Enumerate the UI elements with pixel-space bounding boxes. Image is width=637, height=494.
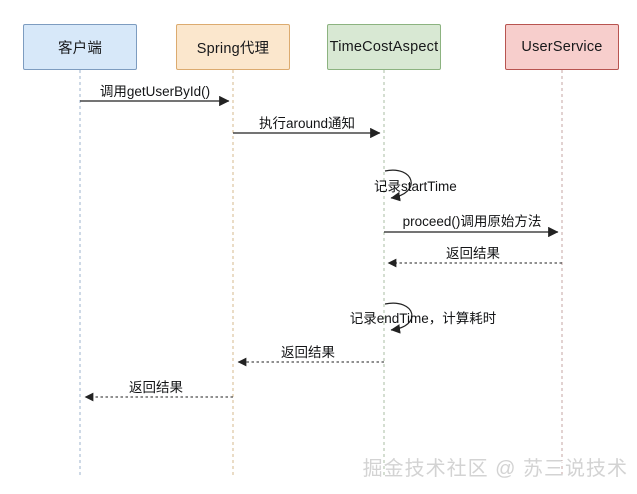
participant-userservice-label: UserService — [521, 39, 603, 55]
message-label-record-endtime: 记录endTime，计算耗时 — [349, 311, 497, 326]
watermark-text: 掘金技术社区 @ 苏三说技术 — [362, 458, 628, 480]
participant-client-label: 客户端 — [57, 40, 103, 57]
message-label-return-result-1: 返回结果 — [446, 246, 500, 261]
arrow-record-endtime-self-loop — [384, 302, 413, 334]
participant-timecostaspect: TimeCostAspect — [327, 24, 441, 70]
participant-userservice: UserService — [505, 24, 619, 70]
message-label-proceed: proceed()调用原始方法 — [402, 214, 542, 229]
participant-client: 客户端 — [23, 24, 137, 70]
message-label-return-result-3: 返回结果 — [129, 380, 183, 395]
message-label-return-result-2: 返回结果 — [281, 345, 335, 360]
message-label-record-starttime: 记录startTime — [374, 179, 457, 194]
message-label-call-getuserbyid: 调用getUserById() — [99, 84, 211, 99]
participant-timecostaspect-label: TimeCostAspect — [329, 39, 439, 55]
arrow-record-starttime-self-loop — [384, 169, 412, 202]
participant-spring-proxy: Spring代理 — [176, 24, 290, 70]
participant-spring-proxy-label: Spring代理 — [196, 40, 270, 57]
message-label-around-advice: 执行around通知 — [258, 116, 356, 131]
